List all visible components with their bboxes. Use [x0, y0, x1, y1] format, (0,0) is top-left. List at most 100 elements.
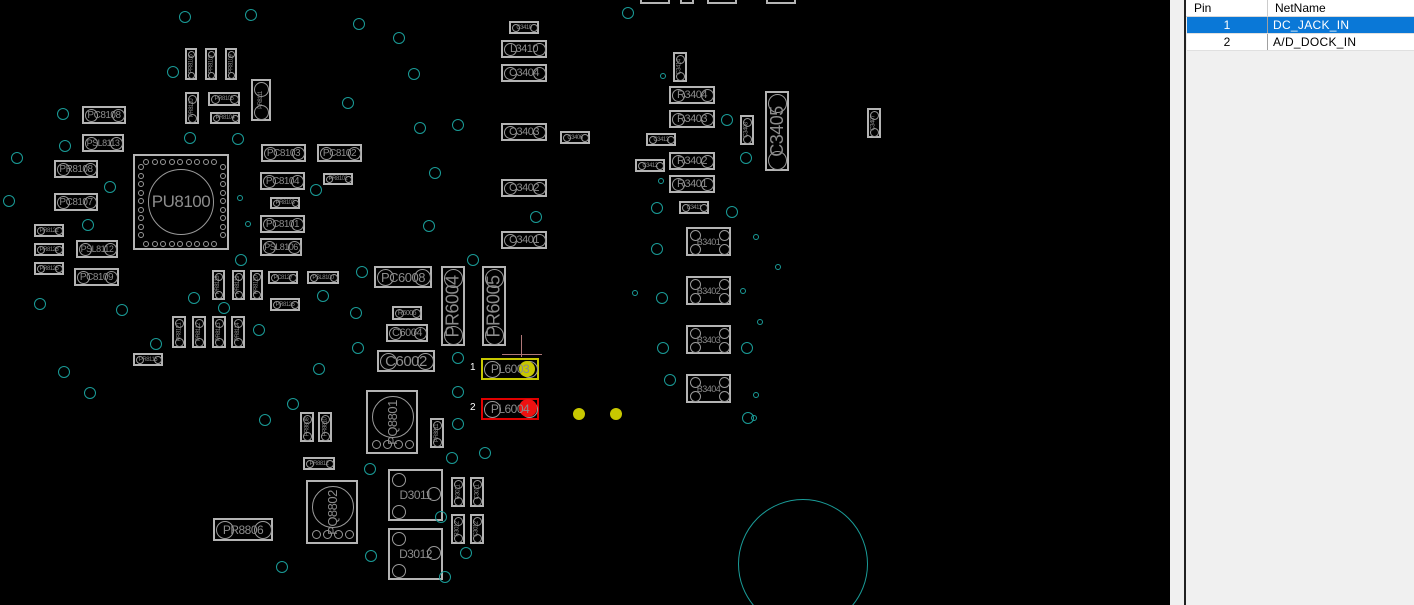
component[interactable]: PR8121: [172, 316, 186, 348]
component[interactable]: PSL8100: [307, 271, 339, 284]
component[interactable]: PR8126: [270, 298, 300, 311]
table-row[interactable]: 2 A/D_DOCK_IN: [1187, 34, 1414, 51]
component[interactable]: PQ8802: [306, 480, 358, 544]
component[interactable]: PR8104: [210, 112, 240, 124]
component[interactable]: PR8109: [225, 48, 237, 80]
component[interactable]: PR8120: [250, 270, 263, 300]
component[interactable]: D3012: [388, 528, 443, 580]
component[interactable]: C3012: [470, 514, 484, 544]
component[interactable]: C3412: [635, 159, 665, 172]
component[interactable]: PR8113: [212, 316, 226, 348]
component[interactable]: D3011: [388, 469, 443, 521]
component[interactable]: R3403: [669, 110, 715, 128]
component[interactable]: R3404: [669, 86, 715, 104]
component[interactable]: PR8810: [318, 412, 332, 442]
highlighted-pad[interactable]: [519, 361, 535, 377]
component[interactable]: [680, 0, 694, 4]
component[interactable]: PR8125: [34, 262, 64, 275]
component[interactable]: PR8108: [54, 160, 98, 178]
splitter[interactable]: [1170, 0, 1186, 605]
component[interactable]: C3406: [560, 131, 590, 144]
component[interactable]: PR8102: [323, 173, 353, 185]
component[interactable]: [640, 0, 670, 4]
component[interactable]: PQ8801: [366, 390, 418, 454]
component[interactable]: PC6008: [374, 266, 432, 288]
component[interactable]: PU8100: [133, 154, 229, 250]
highlighted-via[interactable]: [573, 408, 585, 420]
component[interactable]: C3411: [679, 201, 709, 214]
component[interactable]: C3410: [509, 21, 539, 34]
component[interactable]: PL6003: [481, 358, 539, 380]
component[interactable]: PL6004: [481, 398, 539, 420]
component[interactable]: C3401: [501, 231, 547, 249]
via: [452, 352, 464, 364]
component[interactable]: PR8811: [430, 418, 444, 448]
component[interactable]: PC8104: [260, 172, 305, 190]
component[interactable]: PR8122: [34, 224, 64, 237]
component[interactable]: PC8109: [74, 268, 119, 286]
component[interactable]: C6002: [377, 350, 435, 372]
via: [740, 152, 752, 164]
component[interactable]: PSL8112: [76, 240, 118, 258]
component[interactable]: PC8101: [260, 215, 305, 233]
component[interactable]: C3404: [501, 64, 547, 82]
component[interactable]: R3012: [451, 514, 465, 544]
component[interactable]: C3408: [740, 115, 754, 145]
component[interactable]: R6006: [392, 306, 422, 320]
component[interactable]: PC8107: [54, 193, 98, 211]
component[interactable]: C3402: [501, 179, 547, 197]
component[interactable]: PC8108: [82, 106, 126, 124]
component[interactable]: PC8103: [261, 144, 306, 162]
component[interactable]: PR8808: [300, 412, 314, 442]
component[interactable]: R3401: [669, 175, 715, 193]
component[interactable]: PR8105: [208, 92, 240, 106]
highlighted-via[interactable]: [610, 408, 622, 420]
component[interactable]: PR8111: [251, 79, 271, 121]
component[interactable]: R3011: [451, 477, 465, 507]
component[interactable]: PSL8106: [260, 238, 302, 256]
component[interactable]: R3402: [669, 152, 715, 170]
component[interactable]: PSL8113: [82, 134, 124, 152]
header-pin[interactable]: Pin: [1194, 1, 1212, 15]
selected-pad[interactable]: [519, 399, 537, 417]
component[interactable]: [766, 0, 796, 4]
table-row[interactable]: 1 DC_JACK_IN: [1187, 17, 1414, 34]
header-netname[interactable]: NetName: [1275, 1, 1326, 15]
component[interactable]: PR8106: [185, 48, 197, 80]
component[interactable]: PR8118: [212, 270, 225, 300]
component[interactable]: C3414: [673, 52, 687, 82]
component[interactable]: PR6005: [482, 266, 506, 346]
component[interactable]: C3011: [470, 477, 484, 507]
pad: [254, 105, 269, 120]
component[interactable]: PR8119: [232, 270, 245, 300]
pad: [321, 432, 330, 441]
component[interactable]: B3403: [686, 325, 731, 354]
component[interactable]: PR8103: [270, 197, 300, 209]
component[interactable]: PR8107: [205, 48, 217, 80]
component[interactable]: B3404: [686, 374, 731, 403]
component[interactable]: PR8112: [192, 316, 206, 348]
component[interactable]: B3402: [686, 276, 731, 305]
component[interactable]: PC8127: [268, 271, 298, 284]
pad: [306, 460, 314, 468]
component[interactable]: PR8115: [133, 353, 163, 366]
component[interactable]: PR8114: [231, 316, 245, 348]
header-divider[interactable]: [1267, 0, 1268, 16]
pad: [701, 155, 714, 168]
component[interactable]: PC8102: [317, 144, 362, 162]
component[interactable]: C3403: [501, 123, 547, 141]
component[interactable]: PR6004: [441, 266, 465, 346]
component[interactable]: PR8123: [34, 243, 64, 256]
component[interactable]: B3401: [686, 227, 731, 256]
component[interactable]: C3407: [867, 108, 881, 138]
component[interactable]: PR8110: [185, 92, 199, 124]
component[interactable]: C3405: [765, 91, 789, 171]
via: [84, 387, 96, 399]
component[interactable]: PR8806: [213, 518, 273, 541]
component[interactable]: L3410: [501, 40, 547, 58]
component[interactable]: [707, 0, 737, 4]
component[interactable]: C6004: [386, 324, 428, 342]
component[interactable]: PR8812: [303, 457, 335, 470]
component[interactable]: C3413: [646, 133, 676, 146]
